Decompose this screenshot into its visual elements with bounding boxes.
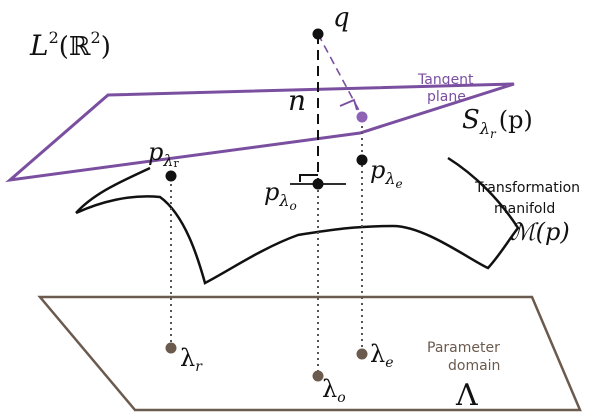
point-q — [312, 28, 324, 40]
q-label: q — [333, 3, 350, 33]
point-p-lambda-o — [312, 178, 324, 190]
domain-label-line2: domain — [448, 358, 500, 374]
tangent-plane-label-line2: plane — [427, 89, 466, 105]
right-angle-marker-normal — [299, 174, 318, 182]
tangent-projection-line — [317, 33, 363, 117]
point-p-lambda-r — [165, 170, 177, 182]
point-lambda-o — [312, 370, 324, 382]
tangent-plane — [5, 82, 515, 183]
point-tangent — [356, 111, 368, 123]
p-lambda-o-label: pλo — [264, 178, 297, 213]
manifold-math-label: ℳ(p) — [510, 218, 570, 246]
point-lambda-e — [356, 348, 368, 360]
p-lambda-r-label: pλr — [148, 138, 180, 170]
domain-label-line1: Parameter — [427, 340, 500, 356]
point-lambda-r — [165, 342, 177, 354]
domain-symbol: Λ — [455, 378, 478, 413]
space-label: L2(ℝ2) — [29, 28, 111, 62]
transformation-manifold-surface — [75, 156, 520, 285]
lambda-r-label: λr — [180, 344, 203, 375]
manifold-label-line2: manifold — [494, 201, 555, 217]
tangent-space-label: Sλr(p) — [462, 105, 533, 141]
lambda-o-label: λo — [322, 375, 346, 406]
right-angle-marker-tangent — [339, 98, 358, 111]
parameter-domain-plane — [37, 295, 582, 412]
lambda-e-label: λe — [370, 340, 394, 371]
p-lambda-e-label: pλe — [370, 156, 403, 191]
point-p-lambda-e — [356, 154, 368, 166]
tangent-plane-label-line1: Tangent — [417, 72, 474, 88]
normal-label: n — [288, 84, 306, 117]
manifold-label-line1: Transformation — [474, 180, 580, 196]
